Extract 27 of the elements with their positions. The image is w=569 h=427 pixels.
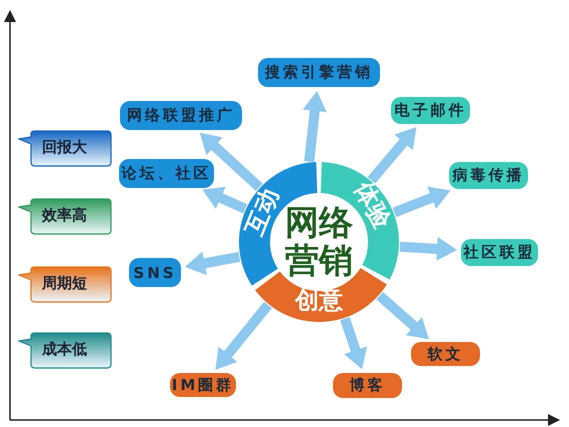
- topic-box: 论坛、社区: [119, 159, 214, 188]
- topic-box: 博客: [333, 373, 402, 398]
- callout-text: 效率高: [42, 206, 87, 225]
- topic-box: 病毒传播: [449, 162, 528, 189]
- topic-box: SNS: [129, 258, 181, 287]
- arrow: [202, 186, 248, 214]
- topic-box: 搜索引擎营销: [258, 58, 380, 87]
- arrow: [215, 302, 272, 370]
- arrow: [400, 236, 457, 261]
- arrow: [184, 252, 240, 276]
- callout-text: 周期短: [42, 274, 87, 293]
- arrow: [340, 317, 367, 370]
- topic-box: 社区联盟: [461, 239, 538, 266]
- topic-box: 软文: [411, 342, 480, 366]
- callout-text: 回报大: [42, 138, 87, 157]
- segment-label: 互动: [239, 184, 285, 242]
- callout-text: 成本低: [42, 340, 87, 359]
- arrow: [200, 132, 263, 191]
- topic-box: 网络联盟推广: [120, 101, 242, 130]
- arrow: [376, 292, 429, 340]
- topic-box: IM圈群: [170, 373, 236, 397]
- arrow: [302, 91, 327, 162]
- segment-label: 创意: [294, 286, 344, 314]
- topic-box: 电子邮件: [391, 97, 470, 124]
- arrow: [368, 127, 416, 184]
- center-title: 网络营销: [284, 204, 353, 280]
- arrow: [392, 186, 450, 218]
